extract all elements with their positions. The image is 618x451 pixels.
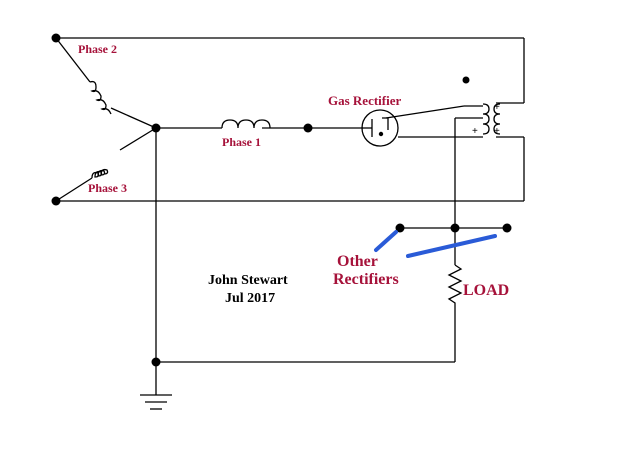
node-return <box>151 357 161 367</box>
node-phase2 <box>51 33 61 43</box>
tube-grid <box>382 117 389 130</box>
phase2-wire-a <box>55 37 91 83</box>
node-bus-right <box>502 223 512 233</box>
node-bus-left <box>395 223 405 233</box>
phase3-wire-a <box>55 177 93 202</box>
node-bus-center <box>450 223 460 233</box>
plus-right: + <box>494 126 500 137</box>
tube-cathode-dot <box>378 131 384 137</box>
label-phase1: Phase 1 <box>222 135 261 149</box>
label-gas-rectifier: Gas Rectifier <box>328 93 402 108</box>
node-phase3 <box>51 196 61 206</box>
plus-inner: + <box>472 126 478 137</box>
phase1-coil <box>221 119 271 129</box>
xfmr-secondary-coil <box>493 103 501 135</box>
phase3-coil <box>91 168 109 179</box>
label-load: LOAD <box>463 282 509 299</box>
node-top-rail <box>462 76 470 84</box>
load-resistor <box>447 264 463 362</box>
xfmr-primary-coil <box>482 103 490 135</box>
filament-lead-top <box>385 105 465 119</box>
label-phase3: Phase 3 <box>88 181 127 195</box>
phase2-coil <box>89 80 112 115</box>
label-author: John Stewart <box>208 273 288 288</box>
label-other-line2: Rectifiers <box>333 271 399 288</box>
node-phase1 <box>303 123 313 133</box>
pointer-line-left <box>374 230 398 252</box>
phase2-wire-b <box>110 107 157 129</box>
node-neutral-center <box>151 123 161 133</box>
label-date: Jul 2017 <box>225 291 275 306</box>
phase3-wire-b <box>119 127 157 151</box>
label-phase2: Phase 2 <box>78 42 117 56</box>
pointer-line-right <box>406 234 497 258</box>
plus-top: + <box>494 102 500 113</box>
label-other-line1: Other <box>337 253 378 270</box>
